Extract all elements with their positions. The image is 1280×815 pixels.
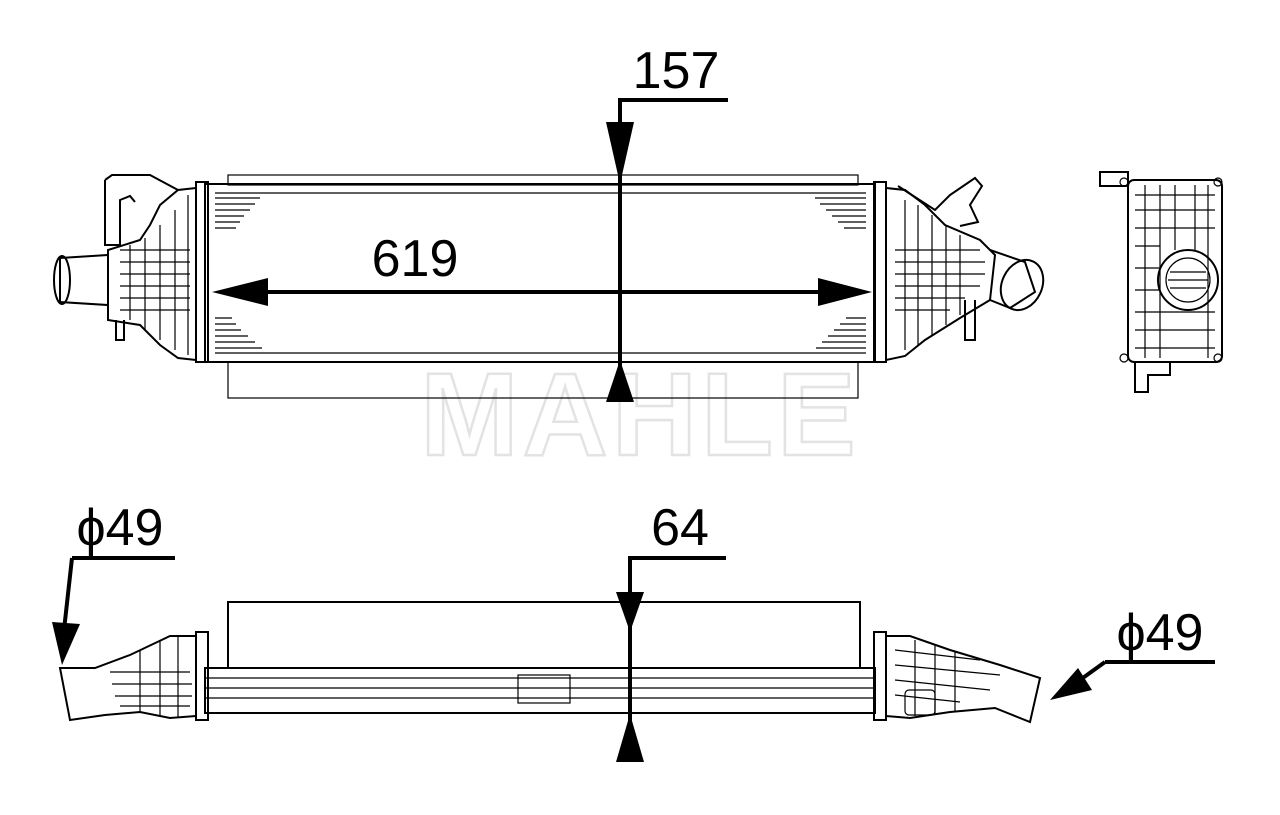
mahle-watermark: MAHLE bbox=[420, 349, 860, 481]
dimension-depth: 64 bbox=[616, 499, 726, 762]
dimension-length-label: 619 bbox=[372, 230, 459, 288]
front-fin-hatching bbox=[215, 197, 866, 349]
dimension-outlet-diameter: ϕ49 bbox=[1050, 604, 1215, 700]
front-core bbox=[204, 183, 876, 363]
dimension-inlet-diameter: ϕ49 bbox=[52, 499, 175, 665]
front-view bbox=[53, 174, 1045, 399]
dimension-outlet-diameter-label: ϕ49 bbox=[1117, 604, 1204, 662]
dimension-height-label: 157 bbox=[633, 42, 720, 100]
dimension-depth-label: 64 bbox=[651, 499, 709, 557]
dimension-inlet-diameter-label: ϕ49 bbox=[77, 499, 164, 557]
dimension-length: 619 bbox=[212, 230, 872, 306]
dimension-height: 157 bbox=[606, 42, 728, 402]
bottom-view bbox=[58, 601, 1042, 724]
front-right-tank bbox=[873, 176, 1045, 363]
side-view bbox=[1099, 171, 1223, 393]
front-left-tank bbox=[53, 174, 209, 363]
